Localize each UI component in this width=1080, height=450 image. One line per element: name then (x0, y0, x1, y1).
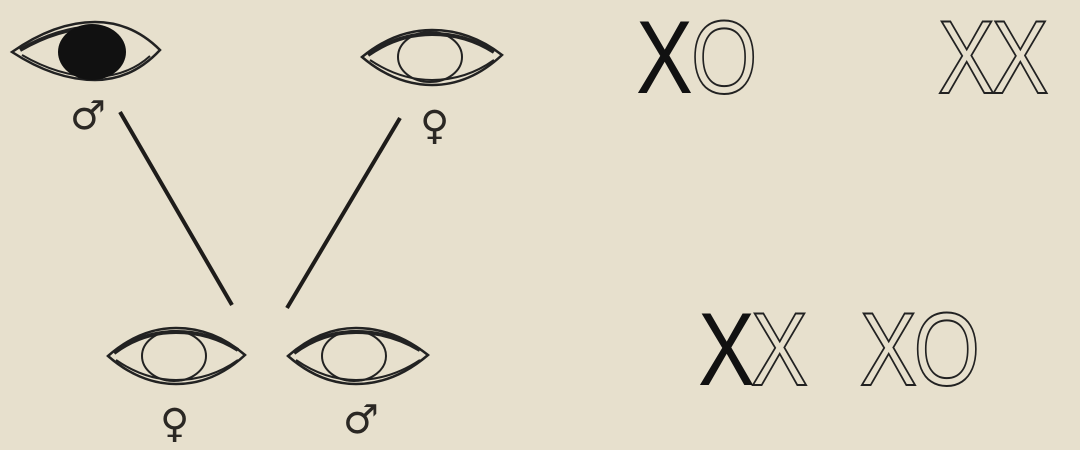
father-hollow-o: O (691, 6, 754, 110)
son-eye-icon (288, 328, 428, 384)
daughter-hollow-x: X (751, 298, 805, 402)
mother-eye-icon (362, 30, 502, 85)
father-eye-icon (12, 22, 160, 80)
father-sex-symbol: ♂ (70, 96, 106, 136)
mother-to-offspring-line (287, 118, 400, 308)
son-sex-symbol: ♂ (343, 400, 379, 440)
father-to-offspring-line (120, 112, 232, 305)
father-chromosomes: XO (636, 6, 768, 110)
son-chromosomes: XO (860, 298, 1002, 402)
daughter-chromosomes: XX (698, 298, 817, 402)
mother-sex-symbol: ♀ (420, 106, 449, 146)
mother-hollow-xx: XX (938, 6, 1045, 110)
father-solid-x: X (636, 6, 690, 110)
mother-chromosomes: XX (938, 6, 1069, 110)
daughter-eye-icon (108, 328, 245, 384)
daughter-sex-symbol: ♀ (160, 404, 189, 444)
son-hollow-xo: XO (860, 298, 977, 402)
daughter-solid-x: X (698, 298, 752, 402)
